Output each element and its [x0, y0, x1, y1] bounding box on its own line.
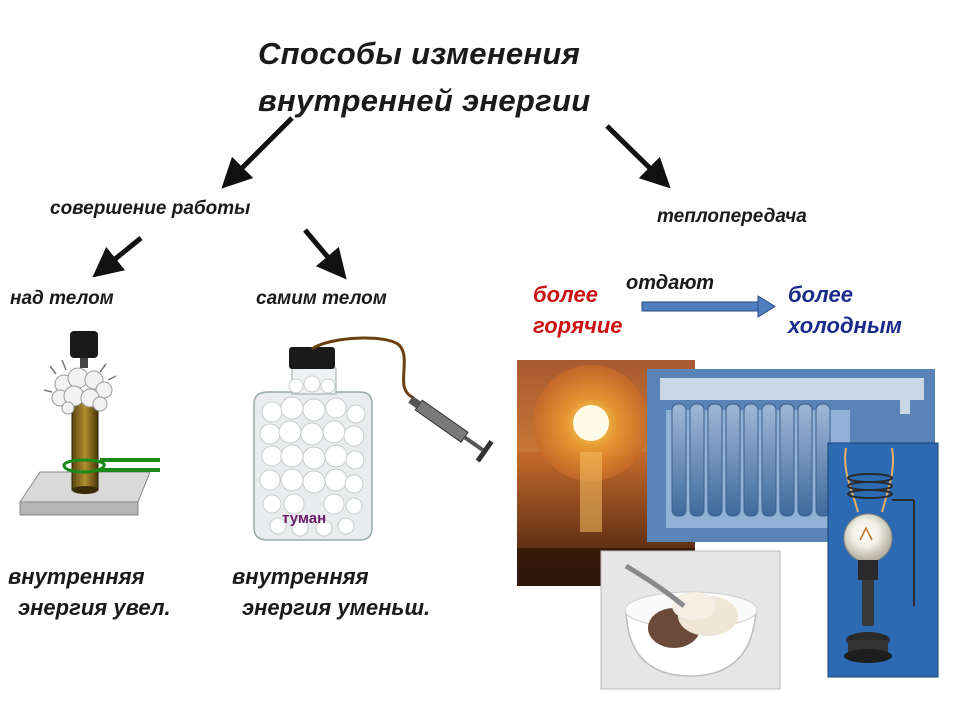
- heat-hot-label: более горячие: [533, 279, 623, 341]
- branch-work-label: совершение работы: [50, 198, 251, 219]
- arrow-to-work: [221, 116, 294, 189]
- title-line-2: внутренней энергии: [258, 83, 591, 118]
- heat-cold-line-2: холодным: [788, 313, 902, 338]
- result-right: внутренняя энергия уменьш.: [232, 561, 430, 623]
- arrow-to-on-body: [92, 236, 143, 278]
- ice-cream-photo: [600, 550, 781, 690]
- arrow-to-by-body: [303, 228, 347, 280]
- title-line-1: Способы изменения: [258, 36, 581, 71]
- sub-by-body-label: самим телом: [256, 288, 387, 309]
- bottle-pump-illustration: [253, 336, 494, 541]
- heat-cold-line-1: более: [788, 282, 853, 307]
- result-left-line-1: внутренняя: [8, 564, 145, 589]
- fire-piston-illustration: [19, 331, 160, 516]
- result-right-line-2: энергия уменьш.: [242, 595, 431, 620]
- heat-flow-arrow: [641, 295, 776, 318]
- result-left-line-2: энергия увел.: [18, 595, 171, 620]
- heat-hot-line-2: горячие: [533, 313, 623, 338]
- heat-hot-line-1: более: [533, 282, 598, 307]
- arrow-to-heat: [605, 124, 671, 189]
- heat-cold-label: более холодным: [788, 279, 902, 341]
- diagram-title: Способы изменения внутренней энергии: [258, 30, 591, 124]
- heat-give-label: отдают: [626, 272, 715, 294]
- result-right-line-1: внутренняя: [232, 564, 369, 589]
- result-left: внутренняя энергия увел.: [8, 561, 171, 623]
- fog-label: туман: [282, 510, 327, 527]
- lamp-photo: [827, 442, 939, 678]
- branch-heat-label: теплопередача: [657, 206, 807, 227]
- sub-on-body-label: над телом: [10, 288, 114, 309]
